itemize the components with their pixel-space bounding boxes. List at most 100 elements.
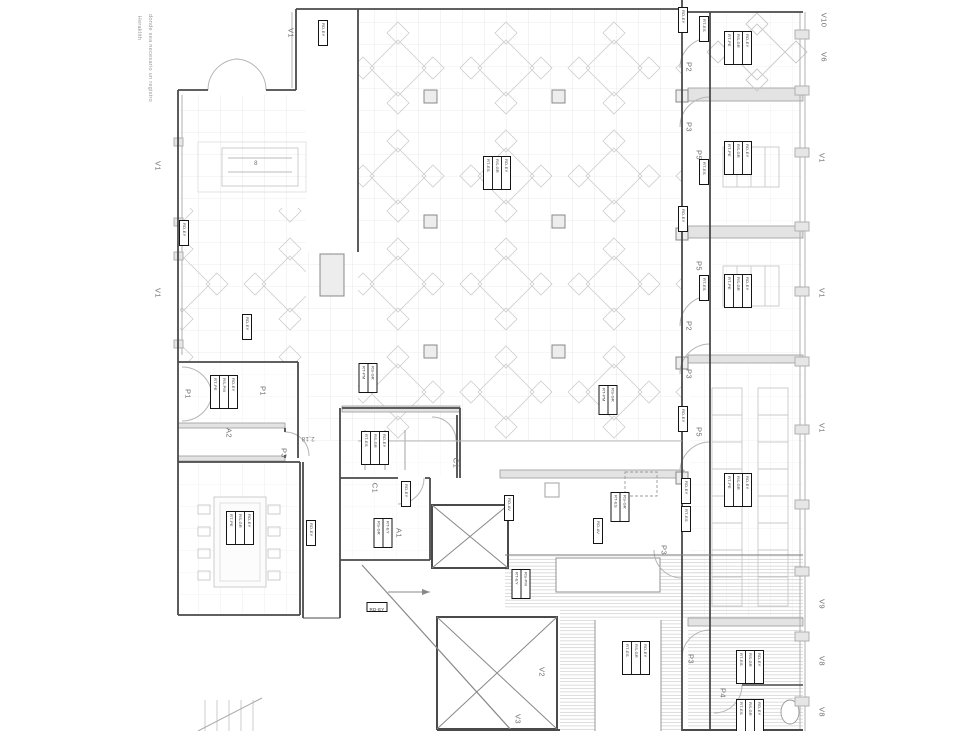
- register-tag-column: RD-EY: [755, 700, 763, 731]
- plan-label-v6: V6: [819, 52, 829, 62]
- plan-label-p3: P3: [684, 369, 694, 379]
- register-tag-column: RD-EY: [679, 207, 687, 231]
- register-tag-column: RS-GR: [369, 364, 377, 392]
- register-tag-column: RD-AV: [505, 496, 513, 520]
- register-tag-column: RD-EY: [502, 157, 510, 189]
- register-tag-text: RS-GR: [735, 143, 741, 158]
- register-tag-text: RD-AV: [595, 520, 601, 534]
- register-tag-text: RT-PE: [726, 143, 732, 157]
- register-tag-text: RD-EY: [230, 377, 236, 391]
- register-tag-column: RD-EY: [743, 142, 751, 174]
- register-tag-text: RT-ES: [363, 433, 369, 447]
- register-tag: RD-EY: [681, 478, 691, 504]
- register-tag-column: RD-EY: [307, 521, 315, 545]
- plan-label-p1: P1: [258, 386, 268, 396]
- register-tag: RS-GR RT-EY: [373, 518, 393, 548]
- register-tag-text: RD-EY: [683, 480, 689, 494]
- register-tag-column: RT-PE: [725, 142, 734, 174]
- register-tag-text: RS-GR: [237, 513, 243, 528]
- register-tag-column: RS-GR: [621, 493, 629, 521]
- plan-label-v3: V3: [513, 714, 523, 724]
- register-tag-text: RD-EY: [381, 433, 387, 447]
- register-tag-column: RS-GR: [734, 474, 743, 506]
- register-tag-column: RT-ES: [737, 700, 746, 731]
- register-tag-column: RS-GR: [734, 275, 743, 307]
- plan-label-v1: V1: [153, 161, 163, 171]
- register-tag-text: RT-ES: [701, 161, 707, 175]
- register-tag-text: RS-GR: [633, 643, 639, 658]
- register-tag-text: RD-EY: [680, 408, 686, 422]
- register-tag-text: RD-EY: [756, 701, 762, 715]
- register-tag-column: RD-EY: [245, 512, 253, 544]
- register-tag-text: RD-EY: [744, 33, 750, 47]
- register-tag-column: RD-EY: [682, 479, 690, 503]
- register-tag-text: RT-EY: [385, 520, 390, 534]
- register-tag-text: RS-GR: [735, 276, 741, 291]
- register-tag: RD-EY: [318, 20, 328, 46]
- register-tag-column: RD-EY: [679, 407, 687, 431]
- register-tag-text: RS-GR: [747, 652, 753, 667]
- plan-label-p5: P5: [694, 261, 704, 271]
- register-tag-text: RD-EY: [320, 22, 326, 36]
- register-tag-column: RT-PE: [725, 275, 734, 307]
- plan-label-v9: V9: [817, 599, 827, 609]
- register-tag-text: RS-PM: [221, 377, 227, 392]
- register-tag-text: RT-ES: [738, 652, 744, 666]
- register-tag-column: RT-PM: [600, 386, 609, 414]
- plan-label-2-18: 2,18: [301, 435, 315, 441]
- register-tag-column: RD-EY: [380, 432, 388, 464]
- register-tag-column: RT-ES: [612, 493, 621, 521]
- register-tag-column: RS-PM: [522, 570, 530, 598]
- plan-label-a2: A2: [224, 428, 234, 438]
- register-tag-column: RS-GR: [734, 32, 743, 64]
- register-tag-text: RD-EY: [680, 208, 686, 222]
- register-tag-column: RT-PE: [227, 512, 236, 544]
- register-tag-column: RD-EY: [367, 598, 386, 616]
- register-tag-text: RS-GR: [494, 158, 500, 173]
- register-tag-text: RS-GR: [622, 494, 627, 509]
- plan-label-v2: V2: [537, 667, 547, 677]
- register-tag-text: RS-GR: [376, 520, 381, 535]
- register-tag-column: RT-ES: [623, 642, 632, 674]
- register-tag-text: RD-EY: [308, 522, 314, 536]
- register-tag-column: RT-EY: [384, 519, 392, 547]
- register-tag-column: RS-GR: [609, 386, 617, 414]
- register-tag-column: RD-EY: [319, 21, 327, 45]
- register-tag-column: RT-ES: [700, 17, 708, 41]
- wall-bands: [177, 87, 804, 627]
- elevator-shafts: [431, 504, 558, 730]
- plan-label-v1: V1: [817, 153, 827, 163]
- register-tag-text: RD-EY: [181, 222, 187, 236]
- register-tag-column: RD-EY: [641, 642, 649, 674]
- register-tag-text: RT-PM: [601, 387, 606, 401]
- plan-label-8: 8: [254, 161, 258, 167]
- plan-label-v8: V8: [817, 656, 827, 666]
- register-tag: RD-EY: [678, 206, 688, 232]
- register-tag-column: RD-EY: [243, 315, 251, 339]
- stair-and-leaders: [197, 564, 513, 731]
- plan-label-p1: P1: [183, 389, 193, 399]
- plan-label-c1: C1: [370, 482, 380, 494]
- plan-label-v8: V8: [817, 707, 827, 717]
- register-tag: RD-EY: [179, 220, 189, 246]
- plan-label-v10: V10: [819, 12, 829, 28]
- plan-label-v1: V1: [286, 28, 296, 38]
- register-tag-text: RD-EY: [246, 513, 252, 527]
- register-tag-column: RT-ES: [700, 276, 708, 300]
- register-tag-text: RT-ES: [701, 18, 707, 32]
- register-tag-column: RD-EY: [229, 376, 237, 408]
- register-tag-text: RD-EY: [744, 475, 750, 489]
- register-tag-text: RS-GR: [735, 475, 741, 490]
- register-tag-column: RS-GR: [371, 432, 380, 464]
